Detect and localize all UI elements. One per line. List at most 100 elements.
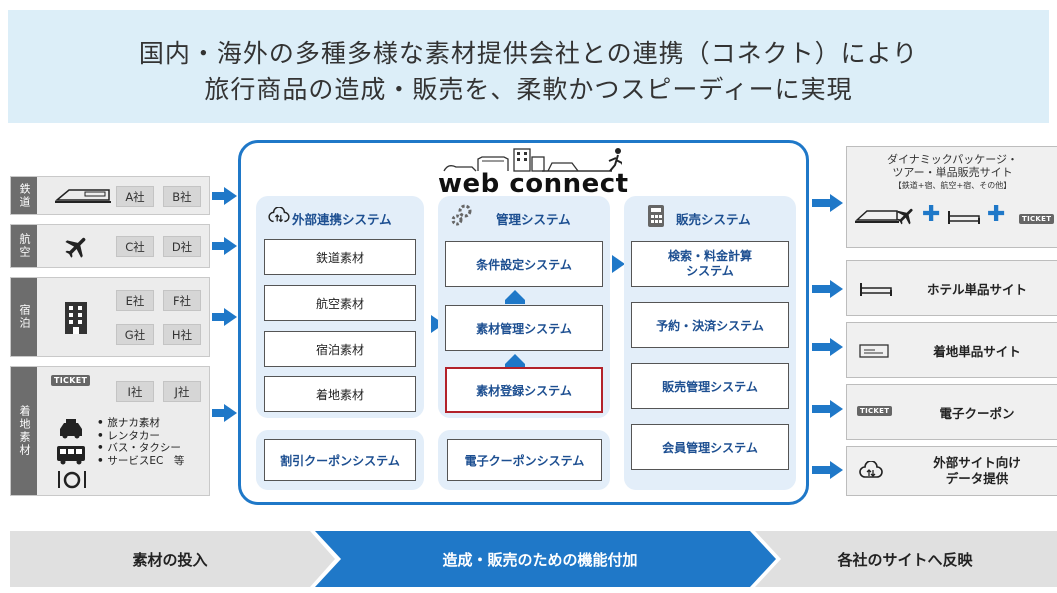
process-step-2: 造成・販売のための機能付加 <box>442 551 638 569</box>
output-e-coupon: TICKET 電子クーポン <box>846 384 1057 440</box>
arrow-rail <box>224 187 237 205</box>
output-cloud-icon <box>859 461 883 478</box>
arrow-up-1 <box>505 290 525 300</box>
company-i: I社 <box>116 381 154 402</box>
bus-icon <box>57 446 85 465</box>
source-rail: 鉄道 A社 B社 <box>10 176 210 215</box>
source-hotel-label: 宿泊 <box>11 278 37 356</box>
arrow-local-body <box>212 409 226 417</box>
material-management-system: 素材管理システム <box>445 305 603 351</box>
source-local: 着地素材 TICKET I社 J社 旅ナカ素材 レンタカー バス・タクシー サー… <box>10 366 210 496</box>
dining-icon <box>58 471 86 489</box>
company-e: E社 <box>116 290 154 311</box>
arrow-rail-body <box>212 192 226 200</box>
arrow-out-4 <box>830 400 843 418</box>
output-external-line-1: 外部サイト向け <box>933 455 1021 470</box>
local-item-4: サービスEC 等 <box>97 455 184 468</box>
arrow-up-2-stem <box>505 364 525 368</box>
output-dynamic-title-1: ダイナミックパッケージ・ <box>886 153 1018 166</box>
voucher-icon <box>859 344 889 358</box>
output-local-label: 着地単品サイト <box>933 344 1021 359</box>
output-hotel-label: ホテル単品サイト <box>926 282 1027 297</box>
source-local-label: 着地素材 <box>11 367 37 495</box>
panel-sales-title: 販売システム <box>676 212 751 227</box>
arrow-air-body <box>212 242 226 250</box>
company-h: H社 <box>163 324 201 345</box>
material-registration-system: 素材登録システム <box>445 367 603 413</box>
arrow-out-4-body <box>812 405 832 413</box>
arrow-out-3 <box>830 338 843 356</box>
arrow-up-2 <box>505 354 525 364</box>
local-item-2: レンタカー <box>97 430 184 443</box>
arrow-management-to-sales <box>612 255 625 273</box>
header-line-2: 旅行商品の造成・販売を、柔軟かつスピーディーに実現 <box>204 75 853 104</box>
external-item-air: 航空素材 <box>264 285 416 321</box>
arrow-out-5 <box>830 461 843 479</box>
local-item-3: バス・タクシー <box>97 442 184 455</box>
process-step-3: 各社のサイトへ反映 <box>837 551 973 569</box>
output-hotel-site: ホテル単品サイト <box>846 260 1057 316</box>
process-bar <box>10 531 1057 587</box>
arrow-hotel <box>224 308 237 326</box>
arrow-local <box>224 404 237 422</box>
ticket-icon: TICKET <box>51 375 91 386</box>
local-item-1: 旅ナカ素材 <box>97 417 184 430</box>
process-step-1: 素材の投入 <box>132 551 208 569</box>
output-bed-icon <box>948 211 980 224</box>
output-external-label: 外部サイト向け データ提供 <box>907 455 1047 487</box>
arrow-out-2-body <box>812 285 832 293</box>
process-step-3-shape <box>755 531 1057 587</box>
output-train-icon <box>855 210 899 223</box>
arrow-out-1-body <box>812 199 832 207</box>
external-item-local: 着地素材 <box>264 376 416 412</box>
company-g: G社 <box>116 324 154 345</box>
output-dynamic-title-2: ツアー・単品販売サイト <box>892 166 1013 179</box>
company-b: B社 <box>163 186 201 207</box>
discount-coupon-system: 割引クーポンシステム <box>264 439 416 481</box>
train-icon <box>55 189 111 203</box>
output-external-line-2: データ提供 <box>945 471 1009 486</box>
arrow-out-1 <box>830 194 843 212</box>
output-airplane-icon <box>896 208 913 225</box>
taxi-icon <box>60 419 82 439</box>
company-a: A社 <box>116 186 154 207</box>
company-f: F社 <box>163 290 201 311</box>
output-ticket-icon: TICKET <box>1019 214 1055 224</box>
hotel-bed-icon <box>860 283 892 296</box>
coupon-ticket-icon: TICKET <box>857 406 893 416</box>
company-d: D社 <box>163 236 201 257</box>
source-rail-label: 鉄道 <box>11 177 37 214</box>
output-external-data: 外部サイト向け データ提供 <box>846 446 1057 496</box>
skyline-icon <box>443 148 622 172</box>
external-item-rail: 鉄道素材 <box>264 239 416 275</box>
cloud-sync-icon <box>268 207 290 223</box>
plus-icon-2: ✚ <box>987 202 1006 227</box>
logo-area: web connect <box>432 143 630 199</box>
output-dynamic-title: ダイナミックパッケージ・ ツアー・単品販売サイト 【鉄道+宿、航空+宿、その他】 <box>847 153 1057 192</box>
arrow-hotel-body <box>212 313 226 321</box>
gears-icon <box>451 204 472 226</box>
output-dynamic-package: ダイナミックパッケージ・ ツアー・単品販売サイト 【鉄道+宿、航空+宿、その他】… <box>846 146 1057 248</box>
arrow-out-2 <box>830 280 843 298</box>
header-line-1: 国内・海外の多種多様な素材提供会社との連携（コネクト）により <box>138 39 919 68</box>
member-management-system: 会員管理システム <box>631 424 789 470</box>
source-air: 航空 C社 D社 <box>10 224 210 268</box>
panel-management-title: 管理システム <box>496 212 571 227</box>
sales-management-system: 販売管理システム <box>631 363 789 409</box>
header-banner: 国内・海外の多種多様な素材提供会社との連携（コネクト）により 旅行商品の造成・販… <box>8 10 1049 123</box>
output-local-site: 着地単品サイト <box>846 322 1057 378</box>
source-air-label: 航空 <box>11 225 37 267</box>
panel-external-title: 外部連携システム <box>292 212 392 227</box>
arrow-air <box>224 237 237 255</box>
condition-setting-system: 条件設定システム <box>445 241 603 287</box>
reservation-payment-system: 予約・決済システム <box>631 302 789 348</box>
company-j: J社 <box>163 381 201 402</box>
logo-text: web connect <box>438 169 629 199</box>
arrow-up-1-stem <box>505 300 525 304</box>
source-hotel: 宿泊 E社 F社 G社 H社 <box>10 277 210 357</box>
arrow-out-3-body <box>812 343 832 351</box>
building-icon <box>65 302 87 334</box>
output-coupon-label: 電子クーポン <box>939 406 1015 421</box>
plus-icon-1: ✚ <box>922 202 941 227</box>
process-step-1-shape <box>10 531 335 587</box>
